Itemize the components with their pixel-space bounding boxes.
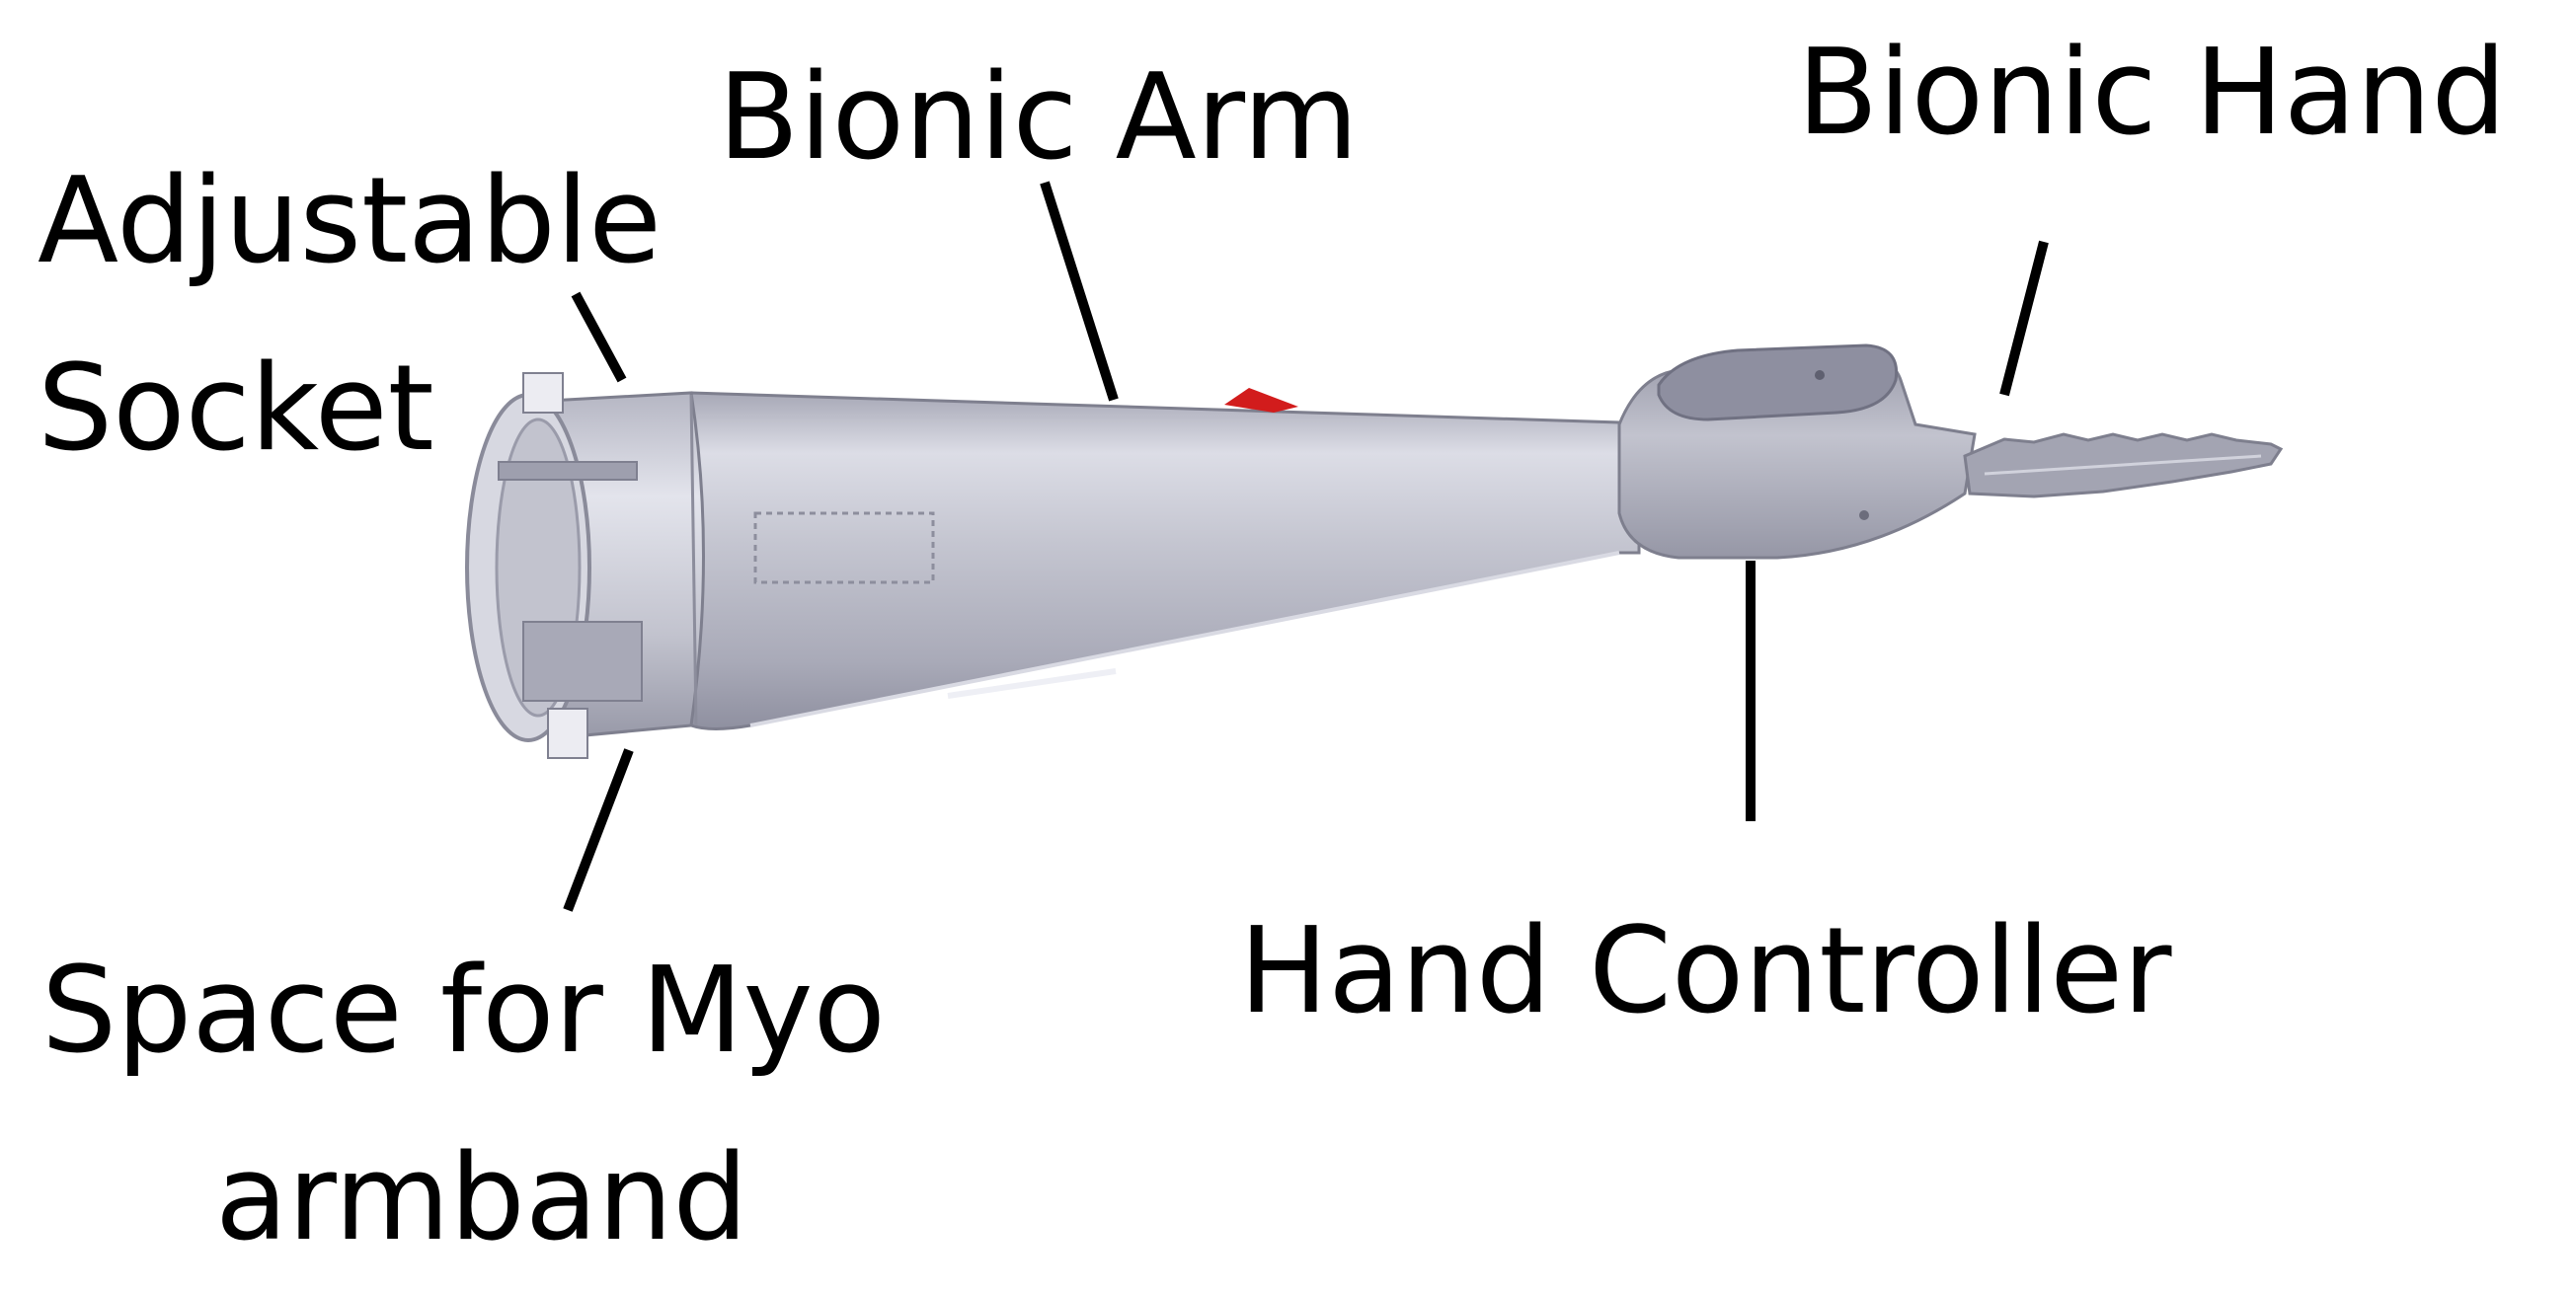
label-adjustable-socket-line-1: Adjustable (38, 153, 662, 290)
leader-bionic-hand (1999, 240, 2049, 397)
label-bionic-hand: Bionic Hand (1797, 25, 2507, 162)
hand-controller-housing (1617, 343, 1977, 560)
label-myo-armband-line-2: armband (215, 1130, 748, 1267)
red-marker (1224, 388, 1298, 413)
label-adjustable-socket-line-2: Socket (38, 341, 434, 478)
leader-myo-armband (563, 748, 634, 912)
label-myo-armband-line-1: Space for Myo (41, 943, 886, 1080)
label-hand-controller: Hand Controller (1239, 903, 2172, 1040)
bionic-arm-body (689, 388, 1641, 730)
label-bionic-arm: Bionic Arm (718, 49, 1359, 187)
leader-lines (563, 181, 2049, 912)
leader-bionic-arm (1040, 181, 1119, 402)
bionic-hand (1963, 432, 2284, 498)
leader-adjustable-socket (571, 291, 627, 383)
adjustable-socket (465, 372, 705, 759)
